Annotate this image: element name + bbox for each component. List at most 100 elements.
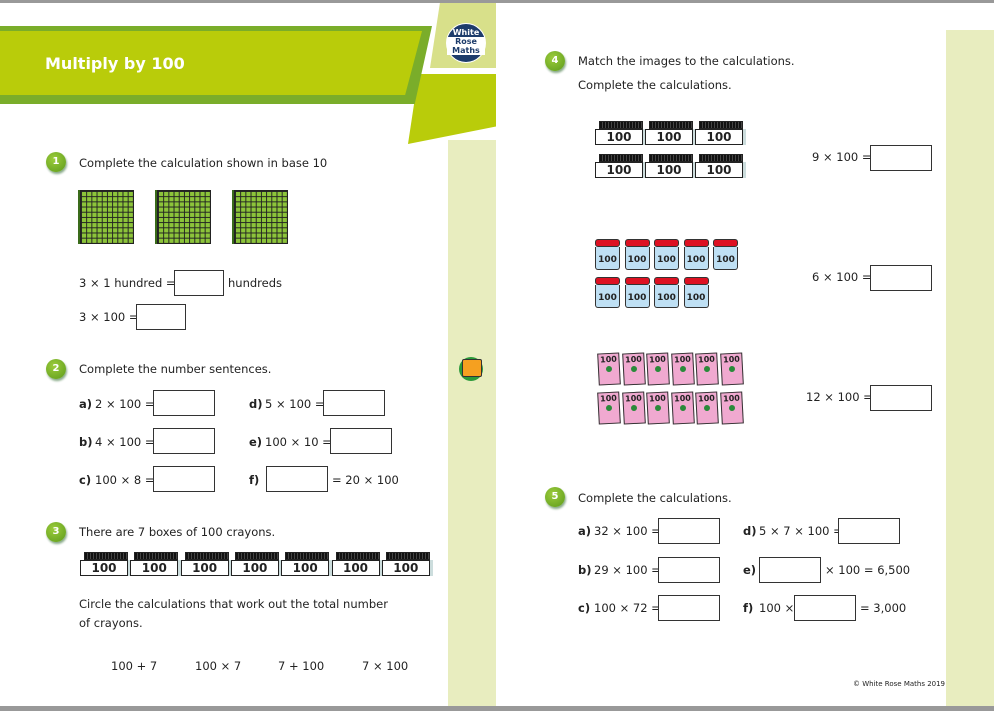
answer-box[interactable] <box>266 466 328 492</box>
hundred-square <box>234 190 288 244</box>
crate-label: 100 <box>695 129 743 145</box>
building-block-icon <box>459 357 483 381</box>
pack-label: 100 <box>722 354 740 365</box>
counter-jar: 100 <box>654 277 679 309</box>
seed-packet: 100 <box>695 352 719 386</box>
hundred-square <box>80 190 134 244</box>
answer-box[interactable] <box>838 518 900 544</box>
answer-box[interactable] <box>759 557 821 583</box>
calc-option[interactable]: 7 + 100 <box>278 659 325 673</box>
jar-label: 100 <box>654 285 679 308</box>
pack-label: 100 <box>624 393 642 404</box>
right-page-strip <box>946 30 994 706</box>
crate-label: 100 <box>281 560 330 576</box>
crayon-box: 100 <box>381 552 430 576</box>
header-tab-bottom <box>408 74 496 144</box>
item-text: 100 × 8 = <box>95 473 155 487</box>
answer-box[interactable] <box>870 265 932 291</box>
counter-jar: 100 <box>595 239 620 271</box>
crayon-box: 100 <box>281 552 330 576</box>
seed-packet: 100 <box>597 391 621 425</box>
jar-label: 100 <box>595 285 620 308</box>
pack-label: 100 <box>697 354 716 365</box>
crayon-box: 100 <box>331 552 380 576</box>
crate-label: 100 <box>130 560 179 576</box>
question-number: 3 <box>46 522 66 542</box>
seed-packet: 100 <box>646 391 670 425</box>
q1-line1: 3 × 1 hundred = <box>79 276 176 290</box>
seed-packet: 100 <box>621 391 646 425</box>
q3-instruction: of crayons. <box>79 616 143 630</box>
q5-prompt: Complete the calculations. <box>578 491 732 505</box>
answer-box[interactable] <box>658 557 720 583</box>
seed-packet: 100 <box>670 352 695 386</box>
copyright: © White Rose Maths 2019 <box>853 680 946 688</box>
answer-box[interactable] <box>174 270 224 296</box>
crayon-box: 100 <box>645 121 693 145</box>
item-label: c) <box>79 473 92 487</box>
crate-label: 100 <box>230 560 279 576</box>
answer-box[interactable] <box>323 390 385 416</box>
left-page-strip <box>448 140 496 706</box>
answer-box[interactable] <box>794 595 856 621</box>
counter-jar: 100 <box>654 239 679 271</box>
crate-label: 100 <box>381 560 430 576</box>
crayon-box: 100 <box>180 552 229 576</box>
item-text: 100 × 10 = <box>265 435 332 449</box>
pack-label: 100 <box>648 354 667 365</box>
item-label: f) <box>743 601 754 615</box>
item-text: 2 × 100 = <box>95 397 155 411</box>
item-label: c) <box>578 601 591 615</box>
answer-box[interactable] <box>658 518 720 544</box>
counter-jar: 100 <box>624 239 650 271</box>
seed-packet: 100 <box>719 391 744 425</box>
answer-box[interactable] <box>658 595 720 621</box>
item-text: 29 × 100 = <box>594 563 661 577</box>
q4-prompt: Complete the calculations. <box>578 78 732 92</box>
crayon-box: 100 <box>695 154 743 178</box>
crate-label: 100 <box>331 560 380 576</box>
q2-prompt: Complete the number sentences. <box>79 362 272 376</box>
answer-box[interactable] <box>153 428 215 454</box>
answer-box[interactable] <box>330 428 392 454</box>
item-label: b) <box>578 563 592 577</box>
answer-box[interactable] <box>870 145 932 171</box>
calc-option[interactable]: 7 × 100 <box>362 659 409 673</box>
item-text: 32 × 100 = <box>594 524 661 538</box>
calc-option[interactable]: 100 × 7 <box>195 659 242 673</box>
logo-line: Rose <box>447 37 485 46</box>
crayon-box: 100 <box>130 552 179 576</box>
crayon-box: 100 <box>645 154 693 178</box>
crayon-box: 100 <box>80 552 128 576</box>
counter-jar: 100 <box>683 239 709 271</box>
item-text: 5 × 100 = <box>265 397 325 411</box>
item-text: 100 × 72 = <box>594 601 661 615</box>
bottom-border <box>0 706 994 711</box>
question-number: 2 <box>46 359 66 379</box>
page-title: Multiply by 100 <box>45 54 185 73</box>
pack-label: 100 <box>722 393 740 404</box>
counter-jar: 100 <box>595 277 620 309</box>
item-label: b) <box>79 435 93 449</box>
seed-packet: 100 <box>646 352 670 386</box>
seed-packet: 100 <box>597 352 621 386</box>
pack-label: 100 <box>599 354 618 365</box>
q1-unit: hundreds <box>228 276 283 290</box>
item-text: = 3,000 <box>860 601 907 615</box>
answer-box[interactable] <box>136 304 186 330</box>
counter-jar: 100 <box>624 277 650 309</box>
answer-box[interactable] <box>153 466 215 492</box>
answer-box[interactable] <box>153 390 215 416</box>
pack-label: 100 <box>599 393 618 404</box>
q1-prompt: Complete the calculation shown in base 1… <box>79 156 328 170</box>
jar-label: 100 <box>595 247 620 270</box>
pack-label: 100 <box>624 354 642 365</box>
item-text: 4 × 100 = <box>95 435 155 449</box>
pack-label: 100 <box>697 393 716 404</box>
item-label: f) <box>249 473 260 487</box>
q1-line2: 3 × 100 = <box>79 310 139 324</box>
calc-option[interactable]: 100 + 7 <box>111 659 158 673</box>
jar-label: 100 <box>683 247 709 270</box>
answer-box[interactable] <box>870 385 932 411</box>
item-text: 5 × 7 × 100 = <box>759 524 843 538</box>
